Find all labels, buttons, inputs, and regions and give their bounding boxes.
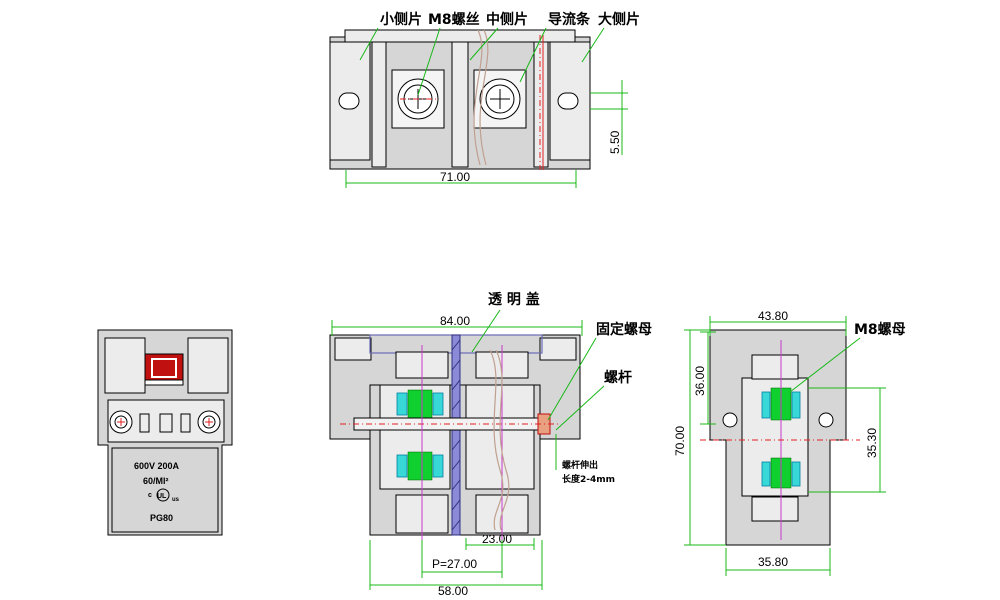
side-screw-left (109, 410, 133, 434)
label-fixed-nut: 固定螺母 (596, 321, 652, 338)
dim-terminal-gap: 35.30 (865, 428, 879, 458)
plate-cert-mark: UL (156, 488, 170, 502)
mount-slot-left (338, 92, 360, 110)
note-rod-protrusion-1: 螺杆伸出 (562, 459, 598, 471)
plate-rating: 600V 200A (134, 461, 180, 471)
label-middle-side-piece: 中侧片 (486, 11, 528, 28)
dim-end-top-width: 43.80 (758, 309, 788, 323)
dim-end-height: 70.00 (673, 426, 687, 456)
dim-front-width: 84.00 (440, 314, 470, 328)
dim-hole-offset: 5.50 (608, 130, 622, 154)
label-m8-nut: M8螺母 (854, 321, 906, 338)
transparent-cover (451, 334, 461, 536)
dim-upper-height: 36.00 (693, 366, 707, 396)
plate-cert-prefix: c (148, 492, 152, 499)
end-view: M8螺母 43.80 36.00 70.00 35.30 35.80 (673, 309, 906, 576)
note-rod-protrusion-2: 长度2-4mm (562, 473, 615, 485)
top-view: 小侧片 M8螺丝 中侧片 导流条 大侧片 71.00 5.50 (329, 11, 640, 188)
terminal-block-left (379, 384, 451, 490)
plate-wire: 60/Ml² (143, 476, 169, 486)
dim-end-bottom-width: 35.80 (758, 555, 788, 569)
label-guide-strip: 导流条 (548, 11, 591, 28)
label-large-side-piece: 大侧片 (598, 11, 640, 28)
logo (144, 353, 184, 386)
plate-model: PG80 (150, 513, 173, 523)
side-screw-right (197, 410, 221, 434)
label-screw-rod: 螺杆 (604, 369, 632, 386)
label-transparent-cover: 透 明 盖 (488, 291, 540, 308)
label-small-side-piece: 小侧片 (380, 11, 422, 28)
m8-screw-right (473, 69, 527, 129)
mount-slot-right (557, 92, 579, 110)
dim-base-width: 58.00 (438, 584, 468, 598)
dim-pitch: P=27.00 (432, 557, 477, 571)
side-view: 600V 200A 60/Ml² c UL us PG80 (97, 329, 233, 536)
plate-cert-suffix: us (172, 497, 180, 503)
dim-top-width: 71.00 (440, 170, 470, 184)
dim-inner-width: 23.00 (482, 532, 512, 546)
front-view: 透 明 盖 固定螺母 螺杆 螺杆伸出 长度2-4mm 84.00 23.00 P… (329, 291, 652, 598)
label-m8-screw: M8螺丝 (428, 11, 480, 28)
plate-cert: UL (157, 493, 167, 500)
